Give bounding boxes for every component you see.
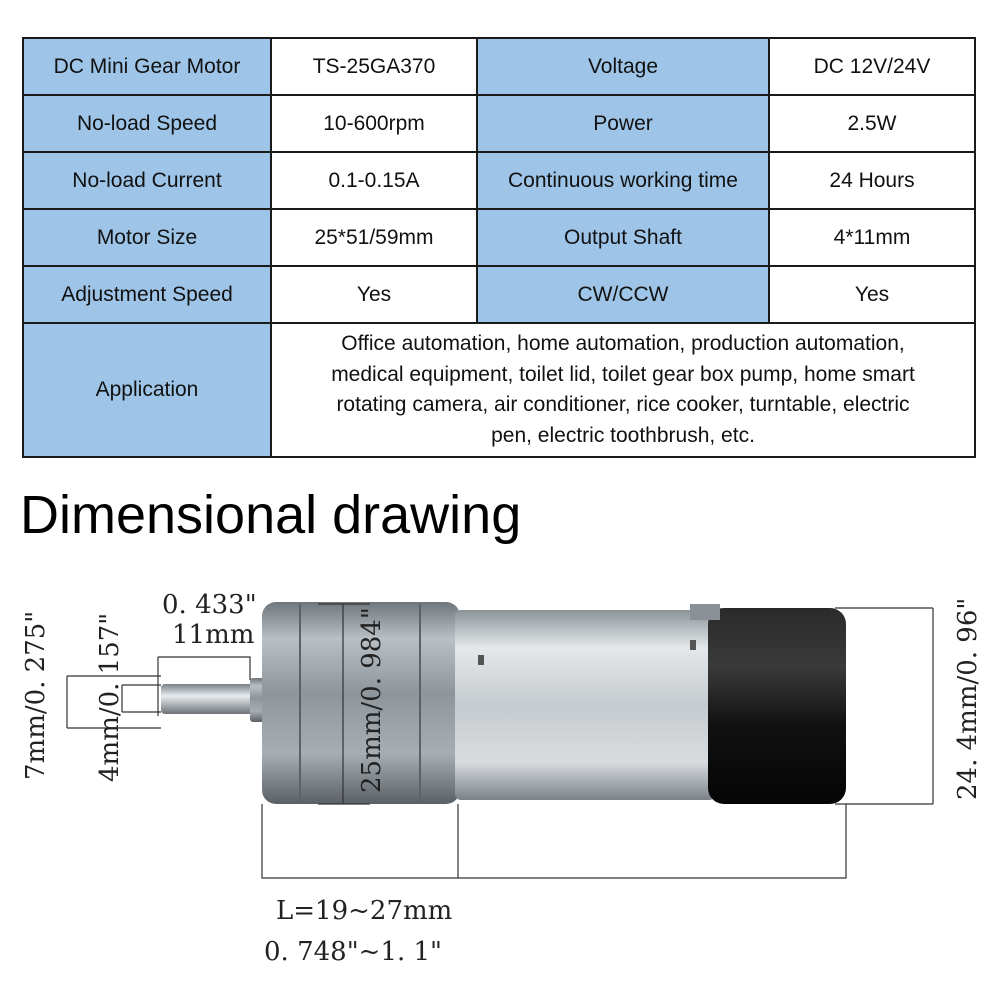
section-heading: Dimensional drawing [20,485,522,545]
spec-value: 10-600rpm [270,94,478,153]
application-line: medical equipment, toilet lid, toilet ge… [331,362,915,386]
spec-label: Motor Size [22,208,272,267]
spec-label: Power [476,94,770,153]
spec-value: 2.5W [768,94,976,153]
spec-value: TS-25GA370 [270,37,478,96]
spec-label: No-load Current [22,151,272,210]
spec-value: 24 Hours [768,151,976,210]
spec-value: 4*11mm [768,208,976,267]
length-mm-label: L=19~27mm [276,896,452,926]
motor-can [455,610,715,800]
table-row: Adjustment Speed Yes CW/CCW Yes [22,265,976,324]
shaft-diameter-label: 4mm/0. 157" [95,613,125,782]
table-row: Motor Size 25*51/59mm Output Shaft 4*11m… [22,208,976,267]
application-value: Office automation, home automation, prod… [270,322,976,458]
spec-label: No-load Speed [22,94,272,153]
application-line: rotating camera, air conditioner, rice c… [336,393,910,416]
table-row: No-load Speed 10-600rpm Power 2.5W [22,94,976,153]
table-row: DC Mini Gear Motor TS-25GA370 Voltage DC… [22,37,976,96]
spec-label: Continuous working time [476,151,770,210]
dimensional-drawing: 0. 433" 11mm 7mm/0. 275" 4mm/0. 157" 25m… [21,590,983,967]
spec-label: DC Mini Gear Motor [22,37,272,96]
spec-label: Voltage [476,37,770,96]
motor-end-cap [708,608,846,804]
application-line: Office automation, home automation, prod… [341,332,905,355]
spec-label: Adjustment Speed [22,265,272,324]
spec-value: 25*51/59mm [270,208,478,267]
table-row-application: Application Office automation, home auto… [22,322,976,458]
output-shaft [161,684,261,714]
spec-table: DC Mini Gear Motor TS-25GA370 Voltage DC… [22,37,976,458]
dimension-lines [66,603,934,879]
shaft-length-in-label: 0. 433" [162,590,257,620]
gearbox-body [262,602,460,804]
length-in-label: 0. 748"~1. 1" [264,937,442,967]
motor-diameter-label: 24. 4mm/0. 96" [953,598,983,800]
motor-illustration [161,602,846,804]
shaft-length-mm-label: 11mm [172,620,254,650]
spec-value: 0.1-0.15A [270,151,478,210]
spec-label: Output Shaft [476,208,770,267]
gearbox-diameter-label: 25mm/0. 984" [357,607,387,793]
application-line: pen, electric toothbrush, etc. [491,423,755,447]
spec-value: Yes [768,265,976,324]
table-row: No-load Current 0.1-0.15A Continuous wor… [22,151,976,210]
application-label: Application [22,322,272,458]
spec-value: DC 12V/24V [768,37,976,96]
flat-diameter-label: 7mm/0. 275" [21,611,51,780]
spec-value: Yes [270,265,478,324]
spec-label: CW/CCW [476,265,770,324]
